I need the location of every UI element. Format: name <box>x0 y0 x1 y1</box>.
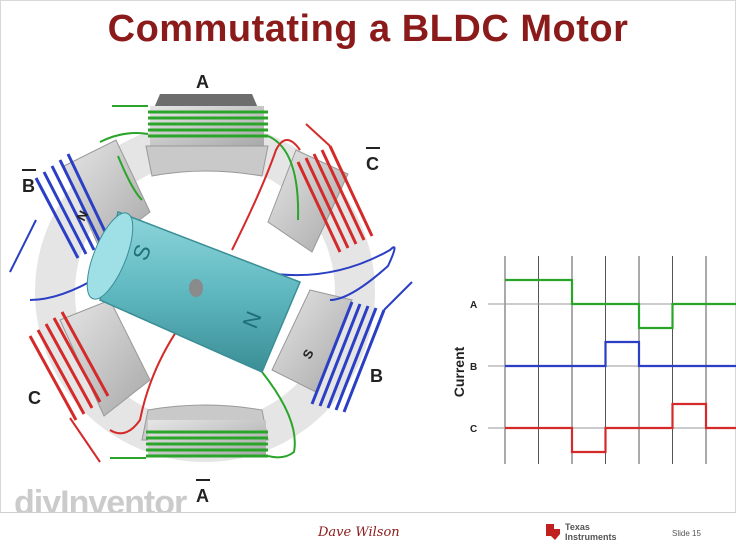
slide-number: Slide 15 <box>672 529 701 538</box>
ti-logo: Texas Instruments <box>543 521 643 547</box>
label-b: B <box>370 366 383 386</box>
label-a-bar-group: A <box>196 480 210 506</box>
chart-phase-label: A <box>470 300 477 311</box>
chart-phase-label: C <box>470 424 477 435</box>
current-chart: A B C Current <box>451 256 736 464</box>
chart-ylabel: Current <box>451 346 467 397</box>
label-c-bar: C <box>366 154 379 174</box>
label-b-bar-group: B <box>22 170 36 196</box>
label-a: A <box>196 72 209 92</box>
chart-phase-label: B <box>470 362 477 373</box>
slide-footer: Dave Wilson Texas Instruments Slide 15 <box>0 512 736 553</box>
rotor-shaft <box>189 279 203 297</box>
label-c-bar-group: C <box>366 148 380 174</box>
label-a-bar: A <box>196 486 209 506</box>
ti-logo-line2: Instruments <box>565 532 617 542</box>
label-b-bar: B <box>22 176 35 196</box>
ti-logo-icon <box>543 521 563 543</box>
label-c: C <box>28 388 41 408</box>
ti-logo-line1: Texas <box>565 522 590 532</box>
author-name: Dave Wilson <box>318 525 400 540</box>
